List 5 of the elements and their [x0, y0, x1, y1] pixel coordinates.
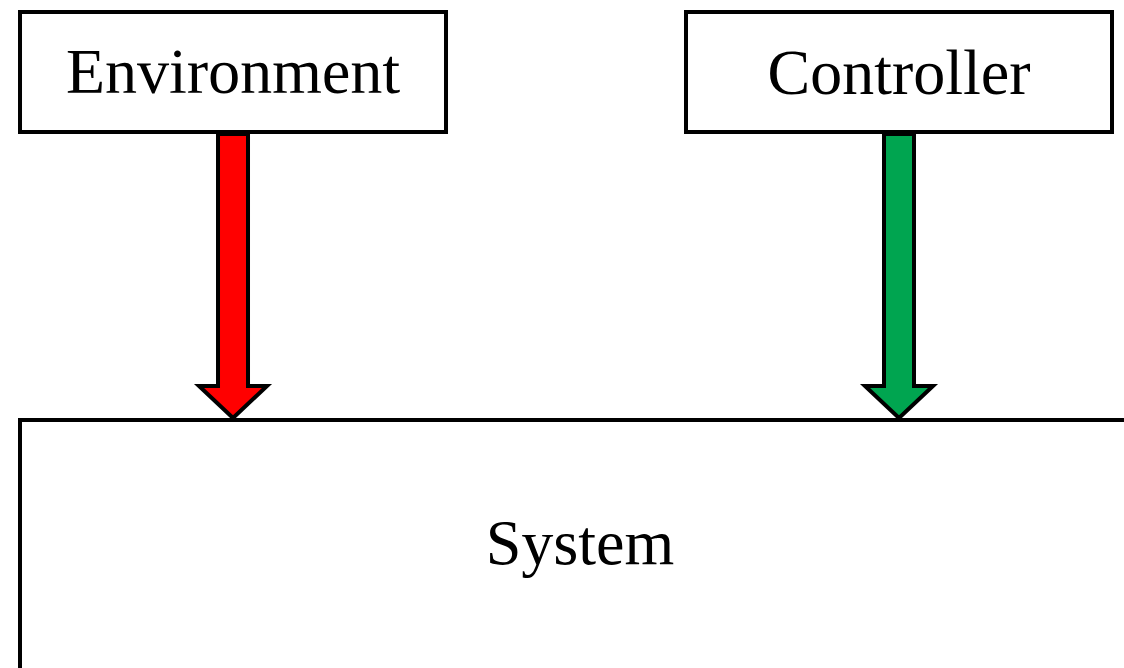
block-arrow	[859, 132, 939, 421]
block-arrow	[193, 132, 273, 421]
process-box: System	[18, 418, 1124, 668]
process-box: Controller	[684, 10, 1114, 134]
process-box: Environment	[18, 10, 448, 134]
